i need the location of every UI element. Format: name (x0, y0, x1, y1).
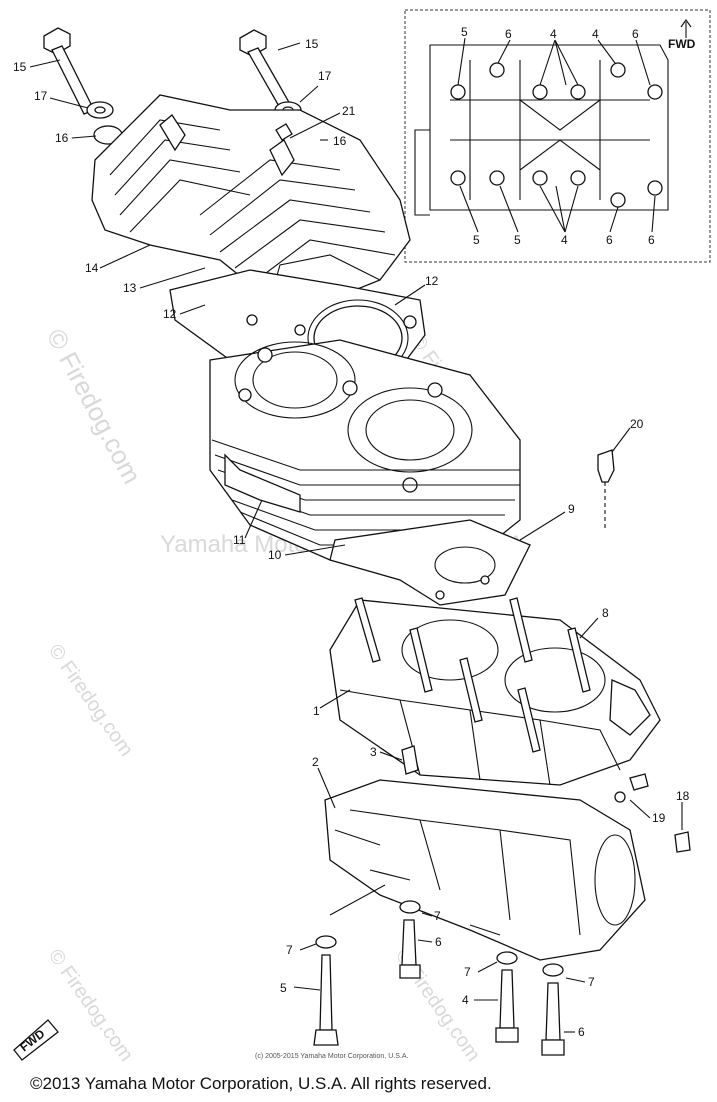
callout-16: 16 (333, 134, 347, 148)
callout-15: 15 (305, 37, 319, 51)
callout-12: 12 (425, 274, 439, 288)
drain-washer (614, 791, 626, 803)
inset-bottom-label: 5 (514, 233, 521, 247)
inset-bottom-label: 5 (473, 233, 480, 247)
fwd-arrow-icon (680, 19, 692, 38)
crankcase-bolts (313, 900, 565, 1056)
callout-19: 19 (652, 811, 666, 825)
leader-lines (29, 42, 683, 1033)
inset-bolt-pattern: FWD 5 6 4 4 6 5 5 4 6 (404, 9, 711, 263)
inset-top-label: 4 (550, 27, 557, 41)
callout-9: 9 (568, 502, 575, 516)
callout-7: 7 (286, 943, 293, 957)
inset-top-label: 6 (632, 27, 639, 41)
callout-8: 8 (602, 606, 609, 620)
watermark-diagonal-left: © Firedog.com (41, 324, 148, 489)
callout-10: 10 (268, 548, 282, 562)
callout-20: 20 (630, 417, 644, 431)
dowel-pin (401, 745, 419, 775)
drain-plug (674, 831, 691, 853)
upper-crankcase (329, 597, 661, 786)
inset-fwd-label: FWD (668, 37, 696, 51)
stud (597, 449, 615, 530)
callout-17: 17 (34, 89, 48, 103)
callout-4: 4 (462, 993, 469, 1007)
fwd-indicator: FWD (13, 1019, 59, 1061)
callout-17: 17 (318, 69, 332, 83)
callout-1: 1 (313, 704, 320, 718)
lower-crankcase (324, 779, 646, 961)
callout-3: 3 (370, 745, 377, 759)
callout-12: 12 (163, 307, 177, 321)
copyright-footer: ©2013 Yamaha Motor Corporation, U.S.A. A… (30, 1074, 492, 1093)
watermark-diagonal-left-2: © Firedog.com (44, 640, 137, 760)
cylinder-block (209, 339, 521, 561)
inset-top-label: 5 (461, 25, 468, 39)
drain-bolt (629, 773, 649, 791)
callout-14: 14 (85, 261, 99, 275)
callout-15: 15 (13, 60, 27, 74)
callout-7: 7 (464, 965, 471, 979)
cylinder-head (91, 94, 411, 301)
small-copyright: (c) 2005-2015 Yamaha Motor Corporation, … (255, 1053, 408, 1060)
callout-6: 6 (435, 935, 442, 949)
callout-7: 7 (434, 909, 441, 923)
head-bolt-right (239, 29, 291, 109)
callout-6: 6 (578, 1025, 585, 1039)
inset-bolt-holes (450, 62, 663, 208)
callout-18: 18 (676, 789, 690, 803)
inset-bottom-label: 6 (648, 233, 655, 247)
callout-7: 7 (588, 975, 595, 989)
callout-13: 13 (123, 281, 137, 295)
inset-top-label: 4 (592, 27, 599, 41)
inset-bottom-label: 6 (606, 233, 613, 247)
inset-top-label: 6 (505, 27, 512, 41)
head-bolt-left (43, 27, 95, 115)
base-gasket (329, 519, 531, 606)
callout-2: 2 (312, 755, 319, 769)
callout-numbers: 15 15 17 17 16 16 21 14 13 12 12 11 10 9… (13, 37, 690, 1039)
callout-21: 21 (342, 104, 356, 118)
callout-5: 5 (280, 981, 287, 995)
callout-11: 11 (233, 533, 246, 547)
inset-bottom-label: 4 (561, 233, 568, 247)
watermark-diagonal-left-3: © Firedog.com (44, 945, 137, 1065)
callout-16: 16 (55, 131, 69, 145)
